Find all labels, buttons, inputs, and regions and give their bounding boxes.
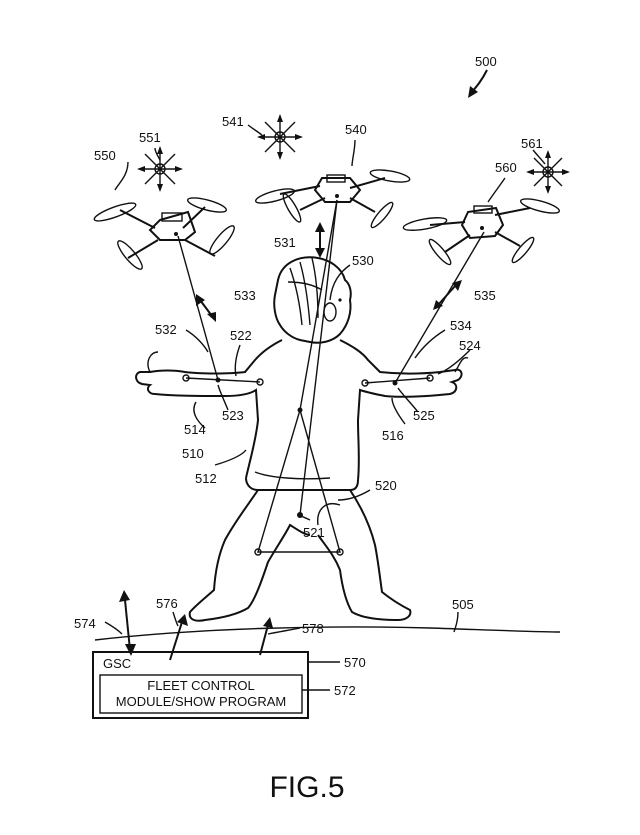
leader-lines [104, 69, 546, 691]
tether-lines [177, 199, 485, 556]
gsc-box [92, 651, 309, 719]
ref-520: 520 [375, 478, 397, 493]
fleet-module-line2: MODULE/SHOW PROGRAM [116, 694, 286, 709]
ref-534: 534 [450, 318, 472, 333]
starburst-551 [137, 146, 183, 192]
ref-576: 576 [156, 596, 178, 611]
ref-525: 525 [413, 408, 435, 423]
ref-550: 550 [94, 148, 116, 163]
ref-522: 522 [230, 328, 252, 343]
starburst-561 [526, 150, 570, 194]
ref-530: 530 [352, 253, 374, 268]
motion-arrows [196, 222, 462, 322]
ref-561: 561 [521, 136, 543, 151]
link-arrows [119, 590, 273, 661]
ref-533: 533 [234, 288, 256, 303]
ref-505: 505 [452, 597, 474, 612]
right-drone [402, 198, 561, 266]
ground-line [94, 626, 561, 641]
ref-572: 572 [334, 683, 356, 698]
figure-caption: FIG.5 [269, 771, 344, 804]
ref-531: 531 [274, 235, 296, 250]
gsc-label: GSC [103, 656, 131, 671]
ref-570: 570 [344, 655, 366, 670]
ref-540: 540 [345, 122, 367, 137]
center-drone [254, 169, 411, 229]
ref-523: 523 [222, 408, 244, 423]
ref-512: 512 [195, 471, 217, 486]
ref-516: 516 [382, 428, 404, 443]
ref-560: 560 [495, 160, 517, 175]
ref-532: 532 [155, 322, 177, 337]
ref-574: 574 [74, 616, 96, 631]
starburst-541 [257, 114, 303, 160]
ref-578: 578 [302, 621, 324, 636]
ref-535: 535 [474, 288, 496, 303]
ref-524: 524 [459, 338, 481, 353]
ref-500: 500 [475, 54, 497, 69]
ref-551: 551 [139, 130, 161, 145]
reference-numerals: 500 541 540 551 561 550 560 531 530 533 … [74, 54, 543, 698]
ref-514: 514 [184, 422, 206, 437]
left-drone [93, 197, 235, 270]
ref-521: 521 [303, 525, 325, 540]
ref-510: 510 [182, 446, 204, 461]
character-outline [135, 256, 469, 622]
ref-541: 541 [222, 114, 244, 129]
fleet-module-line1: FLEET CONTROL [147, 678, 254, 693]
